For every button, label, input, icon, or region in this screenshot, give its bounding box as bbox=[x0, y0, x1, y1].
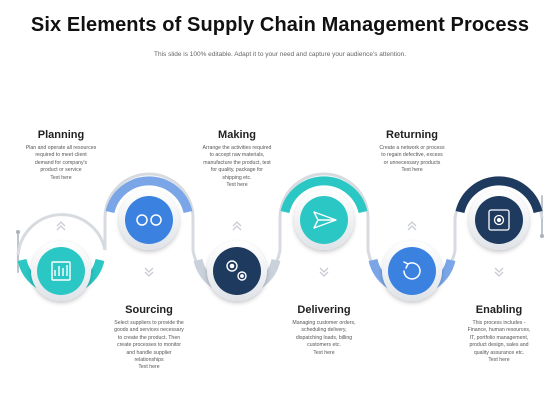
step-making-circle bbox=[213, 247, 261, 295]
step-label-delivering: Delivering bbox=[297, 304, 351, 316]
step-delivering-accent-arc bbox=[280, 176, 368, 214]
chevron-down-icon bbox=[494, 267, 504, 277]
step-planning-circle bbox=[37, 247, 85, 295]
right-end-dot bbox=[540, 234, 544, 238]
page-subtitle: This slide is 100% editable. Adapt it to… bbox=[153, 51, 406, 58]
step-desc-delivering: Managing customer orders, scheduling del… bbox=[292, 320, 356, 356]
step-label-enabling: Enabling bbox=[475, 304, 523, 316]
chevron-up-icon bbox=[56, 221, 66, 231]
paper-plane-icon bbox=[313, 211, 337, 229]
step-delivering bbox=[280, 176, 368, 277]
step-label-making: Making bbox=[218, 129, 256, 141]
gear-screen-icon bbox=[488, 209, 510, 231]
step-sourcing bbox=[105, 176, 193, 277]
step-planning bbox=[17, 221, 105, 301]
step-returning-circle bbox=[388, 247, 436, 295]
step-desc-enabling: This process includes - Finance, human r… bbox=[467, 320, 531, 364]
chevron-down-icon bbox=[144, 267, 154, 277]
wave-connector bbox=[16, 172, 544, 289]
refresh-icon bbox=[403, 261, 421, 280]
step-sourcing-circle bbox=[125, 196, 173, 244]
step-desc-sourcing: Select suppliers to provide the goods an… bbox=[114, 320, 184, 371]
chevron-down-icon bbox=[319, 267, 329, 277]
step-desc-returning: Create a network or process to regain de… bbox=[379, 145, 445, 174]
chevron-up-icon bbox=[232, 221, 242, 231]
gears-icon bbox=[226, 260, 247, 281]
step-enabling-accent-arc bbox=[455, 176, 543, 214]
left-end-dot bbox=[16, 230, 20, 234]
step-label-returning: Returning bbox=[386, 129, 438, 141]
step-label-planning: Planning bbox=[37, 129, 85, 141]
step-desc-making: Arrange the activities required to accep… bbox=[202, 145, 272, 189]
step-desc-planning: Plan and operate all resources required … bbox=[25, 145, 97, 181]
page-title: Six Elements of Supply Chain Management … bbox=[30, 14, 530, 36]
step-label-sourcing: Sourcing bbox=[125, 304, 173, 316]
step-making bbox=[193, 221, 281, 301]
step-enabling bbox=[455, 176, 543, 277]
step-sourcing-accent-arc bbox=[105, 176, 193, 214]
toggle-circles-icon bbox=[136, 214, 162, 226]
chevron-up-icon bbox=[407, 221, 417, 231]
document-chart-icon bbox=[51, 261, 71, 281]
step-returning bbox=[368, 221, 456, 301]
